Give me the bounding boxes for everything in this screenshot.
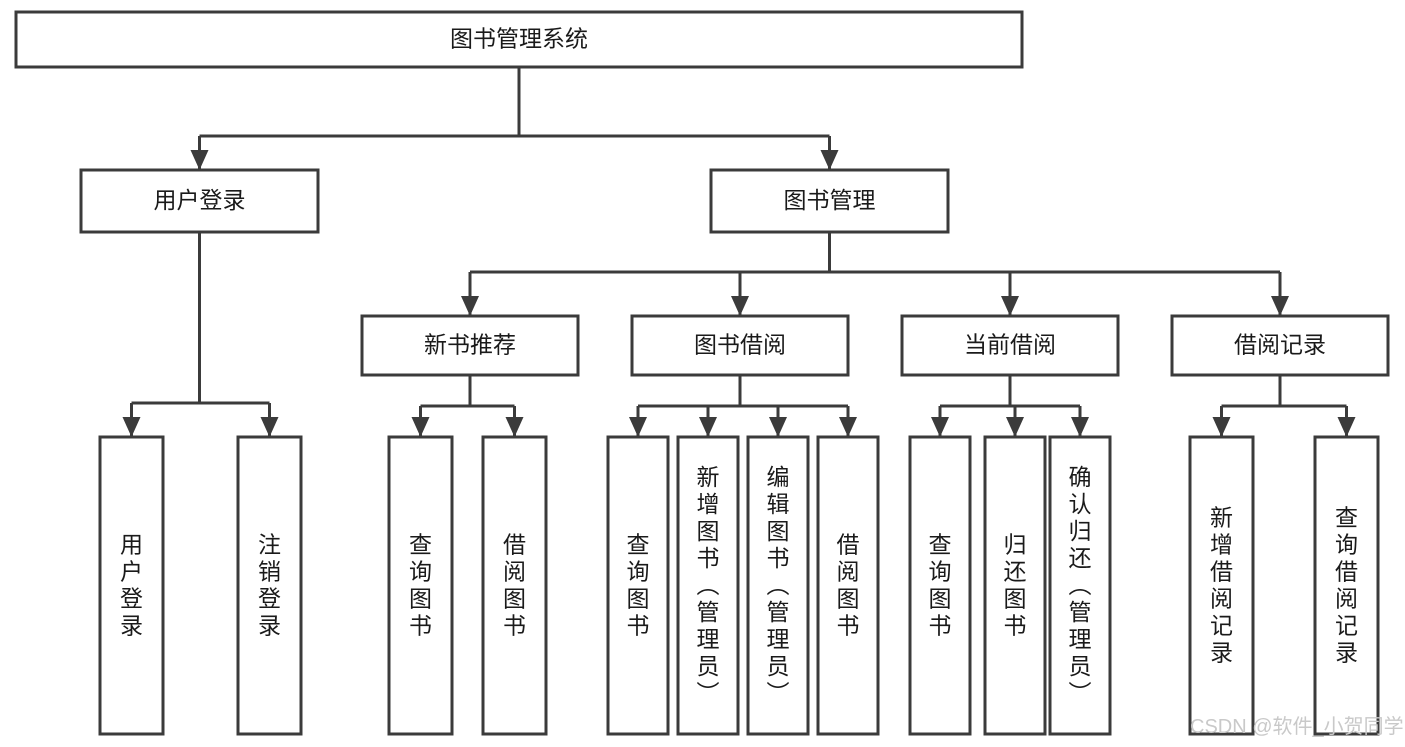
node-box (1313, 435, 1380, 736)
node-label: 查询图书 (929, 532, 952, 639)
node-label: 当前借阅 (964, 332, 1056, 358)
node-leaf-4[interactable]: 查询图书 (606, 435, 670, 736)
node-box (14, 10, 1024, 69)
node-box (900, 314, 1120, 377)
node-label: 用户登录 (154, 187, 246, 213)
node-box (676, 435, 740, 736)
node-leaf-11[interactable]: 新增借阅记录 (1188, 435, 1255, 736)
node-label: 查询借阅记录 (1335, 505, 1358, 666)
node-label: 确认归还︵管理员︶ (1069, 464, 1092, 706)
node-box (387, 435, 454, 736)
node-box (360, 314, 580, 377)
node-label: 图书借阅 (694, 332, 786, 358)
arrow-head-icon (1212, 417, 1231, 437)
node-leaf-12[interactable]: 查询借阅记录 (1313, 435, 1380, 736)
node-l2-0[interactable]: 用户登录 (79, 168, 320, 234)
node-label: 图书管理 (784, 187, 876, 213)
node-box (606, 435, 670, 736)
arrow-head-icon (931, 417, 949, 437)
node-l3-1[interactable]: 图书借阅 (630, 314, 850, 377)
arrow-head-icon (699, 417, 717, 437)
node-box (79, 168, 320, 234)
node-label: 新增图书︵管理员︶ (697, 464, 720, 706)
node-leaf-9[interactable]: 归还图书 (983, 435, 1047, 736)
node-label: 归还图书 (1004, 532, 1027, 639)
node-box (1170, 314, 1390, 377)
node-box (1048, 435, 1112, 736)
arrow-head-icon (1271, 296, 1289, 316)
node-l3-0[interactable]: 新书推荐 (360, 314, 580, 377)
arrow-head-icon (461, 296, 479, 316)
node-leaf-0[interactable]: 用户登录 (98, 435, 165, 736)
node-l3-2[interactable]: 当前借阅 (900, 314, 1120, 377)
arrow-head-icon (411, 417, 430, 437)
nodes-layer: 图书管理系统用户登录图书管理新书推荐图书借阅当前借阅借阅记录用户登录注销登录查询… (14, 10, 1390, 736)
arrow-head-icon (260, 417, 279, 437)
node-l2-1[interactable]: 图书管理 (709, 168, 950, 234)
arrow-head-icon (1337, 417, 1356, 437)
node-leaf-1[interactable]: 注销登录 (236, 435, 303, 736)
arrow-head-icon (629, 417, 647, 437)
node-label: 借阅图书 (503, 532, 526, 639)
csdn-watermark: CSDN @软件_小贺同学 (1190, 715, 1404, 738)
arrow-head-icon (820, 150, 839, 170)
node-label: 编辑图书︵管理员︶ (767, 464, 790, 706)
node-l3-3[interactable]: 借阅记录 (1170, 314, 1390, 377)
arrow-head-icon (769, 417, 787, 437)
node-leaf-8[interactable]: 查询图书 (908, 435, 972, 736)
node-label: 注销登录 (258, 532, 281, 639)
arrow-head-icon (1071, 417, 1089, 437)
node-box (816, 435, 880, 736)
node-box (1188, 435, 1255, 736)
node-root-0[interactable]: 图书管理系统 (14, 10, 1024, 69)
node-label: 借阅记录 (1234, 332, 1326, 358)
node-label: 借阅图书 (837, 532, 860, 639)
arrow-head-icon (731, 296, 749, 316)
node-leaf-5[interactable]: 新增图书︵管理员︶ (676, 435, 740, 736)
arrow-head-icon (122, 417, 141, 437)
node-box (983, 435, 1047, 736)
arrow-head-icon (1001, 296, 1019, 316)
node-box (98, 435, 165, 736)
node-label: 查询图书 (627, 532, 650, 639)
arrow-head-icon (839, 417, 857, 437)
node-label: 图书管理系统 (450, 26, 588, 52)
node-leaf-7[interactable]: 借阅图书 (816, 435, 880, 736)
node-label: 新书推荐 (424, 332, 516, 358)
node-box (481, 435, 548, 736)
node-label: 用户登录 (120, 532, 143, 639)
arrow-head-icon (190, 150, 209, 170)
node-label: 查询图书 (409, 532, 432, 639)
node-box (908, 435, 972, 736)
node-box (746, 435, 810, 736)
node-leaf-2[interactable]: 查询图书 (387, 435, 454, 736)
node-box (630, 314, 850, 377)
node-leaf-10[interactable]: 确认归还︵管理员︶ (1048, 435, 1112, 736)
arrow-head-icon (505, 417, 524, 437)
node-box (709, 168, 950, 234)
connector-edges-layer (122, 67, 1356, 437)
arrow-head-icon (1006, 417, 1024, 437)
node-leaf-3[interactable]: 借阅图书 (481, 435, 548, 736)
node-label: 新增借阅记录 (1210, 505, 1233, 666)
node-box (236, 435, 303, 736)
node-leaf-6[interactable]: 编辑图书︵管理员︶ (746, 435, 810, 736)
